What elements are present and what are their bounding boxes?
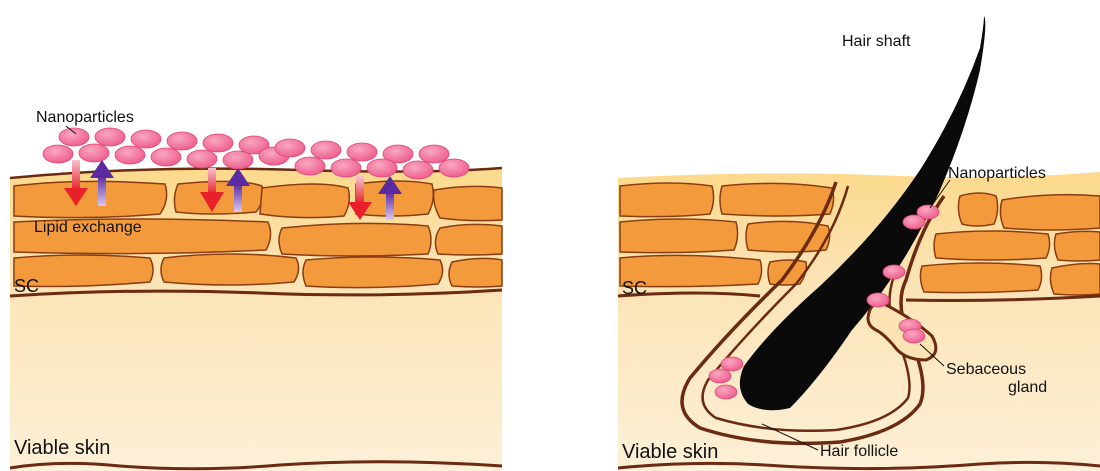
down-arrow-shaft: [208, 168, 216, 194]
nanoparticle: [439, 159, 469, 177]
nanoparticles-label-right: Nanoparticles: [948, 165, 1046, 182]
nanoparticle: [903, 215, 925, 229]
nanoparticle: [715, 385, 737, 399]
nanoparticle: [419, 145, 449, 163]
nanoparticle: [43, 145, 73, 163]
nanoparticle: [709, 369, 731, 383]
sebaceous-gland-label-line1: Sebaceous: [946, 361, 1026, 378]
nanoparticle: [167, 132, 197, 150]
nanoparticle: [95, 128, 125, 146]
down-arrow-shaft: [72, 160, 80, 190]
nanoparticle: [203, 134, 233, 152]
up-arrow-shaft: [386, 192, 394, 220]
right-corneocytes-left: [620, 183, 834, 287]
viable-skin-label-left: Viable skin: [14, 437, 110, 459]
nanoparticle: [403, 161, 433, 179]
hair-follicle-label: Hair follicle: [820, 443, 898, 460]
nanoparticle: [367, 159, 397, 177]
sebaceous-gland-label-line2: gland: [1008, 379, 1047, 396]
nanoparticle: [903, 329, 925, 343]
nanoparticle: [331, 159, 361, 177]
nanoparticle: [275, 139, 305, 157]
nanoparticle: [721, 357, 743, 371]
sc-label-right: SC: [622, 278, 647, 298]
left-skin-panel: Nanoparticles Lipid exchange SC Viable s…: [10, 109, 502, 471]
nanoparticle: [187, 150, 217, 168]
lipid-exchange-label: Lipid exchange: [34, 219, 142, 236]
up-arrow-shaft: [98, 176, 106, 206]
nanoparticle: [347, 143, 377, 161]
hair-shaft-label: Hair shaft: [842, 33, 911, 50]
sc-label-left: SC: [14, 276, 39, 296]
right-skin-panel: Hair shaft Nanoparticles SC Sebaceous gl…: [618, 16, 1100, 471]
nanoparticle: [311, 141, 341, 159]
nanoparticle: [295, 157, 325, 175]
viable-skin-label-right: Viable skin: [622, 441, 718, 463]
nanoparticle: [223, 151, 253, 169]
nanoparticle: [131, 130, 161, 148]
nanoparticles-label: Nanoparticles: [36, 109, 134, 126]
nanoparticle: [59, 128, 89, 146]
nanoparticle: [151, 148, 181, 166]
up-arrow-shaft: [234, 184, 242, 212]
up-arrow-head: [90, 160, 114, 178]
nanoparticle: [115, 146, 145, 164]
down-arrow-shaft: [356, 176, 364, 204]
nanoparticle: [867, 293, 889, 307]
nanoparticle: [79, 144, 109, 162]
nanoparticle: [883, 265, 905, 279]
